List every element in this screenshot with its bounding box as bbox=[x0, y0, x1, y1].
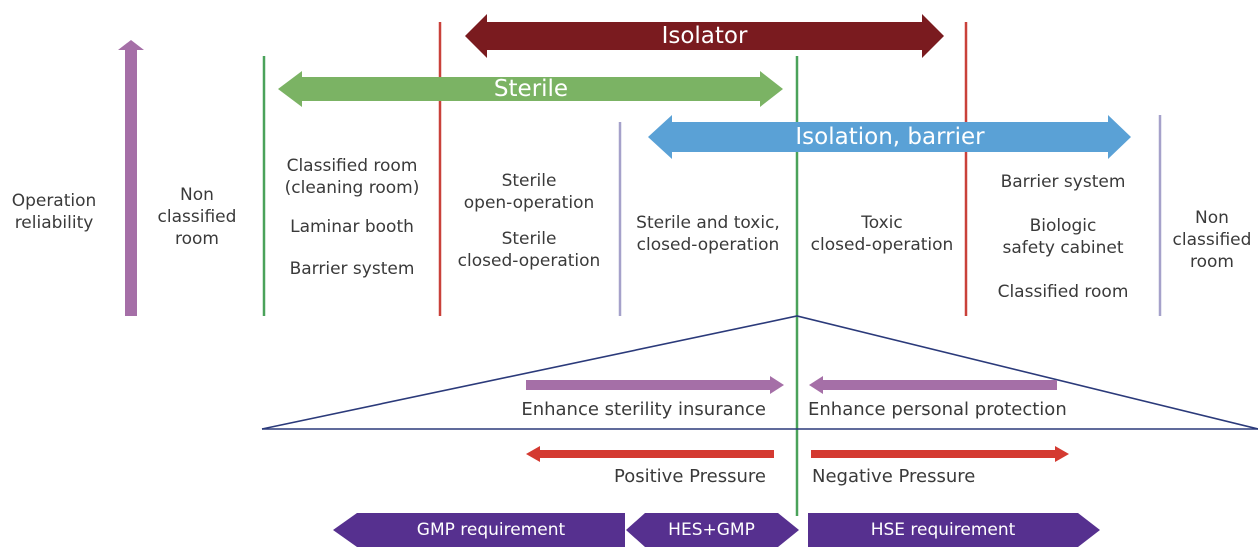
isolator-label: Isolator bbox=[661, 23, 748, 49]
personal-protection-arrow bbox=[809, 376, 1057, 394]
hes-gmp-label: HES+GMP bbox=[668, 520, 755, 540]
sterile-arrow bbox=[278, 71, 783, 107]
sterile-toxic-closed-operation: Sterile and toxic, closed-operation bbox=[636, 213, 780, 255]
classified-room-right: Classified room bbox=[997, 282, 1129, 302]
sterile-open-operation: Sterile open-operation bbox=[463, 171, 595, 213]
gmp-requirement-arrow bbox=[333, 513, 625, 547]
enhance-sterility-label: Enhance sterility insurance bbox=[521, 399, 766, 420]
sterility-arrow bbox=[526, 376, 784, 394]
barrier-system-right: Barrier system bbox=[1000, 172, 1126, 192]
negative-pressure-arrow bbox=[811, 446, 1069, 462]
enhance-personal-label: Enhance personal protection bbox=[808, 399, 1067, 420]
isolator-arrow bbox=[465, 14, 944, 58]
toxic-closed-operation: Toxic closed-operation bbox=[810, 213, 954, 255]
biologic-safety-cabinet: Biologic safety cabinet bbox=[1002, 216, 1124, 258]
isolation-barrier-label: Isolation, barrier bbox=[795, 124, 985, 150]
hse-requirement-arrow bbox=[808, 513, 1100, 547]
laminar-booth: Laminar booth bbox=[290, 217, 414, 237]
gmp-requirement-label: GMP requirement bbox=[416, 520, 566, 540]
classified-room-left: Classified room (cleaning room) bbox=[284, 156, 420, 198]
isolation-barrier-arrow bbox=[648, 115, 1131, 159]
reliability-label: Operation reliability bbox=[11, 191, 97, 233]
positive-pressure-arrow bbox=[526, 446, 774, 462]
hes-gmp-arrow bbox=[626, 513, 799, 547]
reliability-arrow bbox=[118, 40, 144, 316]
protection-triangle bbox=[261, 315, 1258, 430]
hse-requirement-label: HSE requirement bbox=[870, 520, 1016, 540]
barrier-system-left: Barrier system bbox=[289, 259, 415, 279]
positive-pressure-label: Positive Pressure bbox=[614, 466, 766, 487]
non-classified-room-left: Non classified room bbox=[157, 185, 237, 249]
non-classified-room-right: Non classified room bbox=[1172, 208, 1252, 272]
negative-pressure-label: Negative Pressure bbox=[812, 466, 976, 487]
sterile-label: Sterile bbox=[493, 76, 569, 102]
sterile-closed-operation: Sterile closed-operation bbox=[457, 229, 601, 271]
